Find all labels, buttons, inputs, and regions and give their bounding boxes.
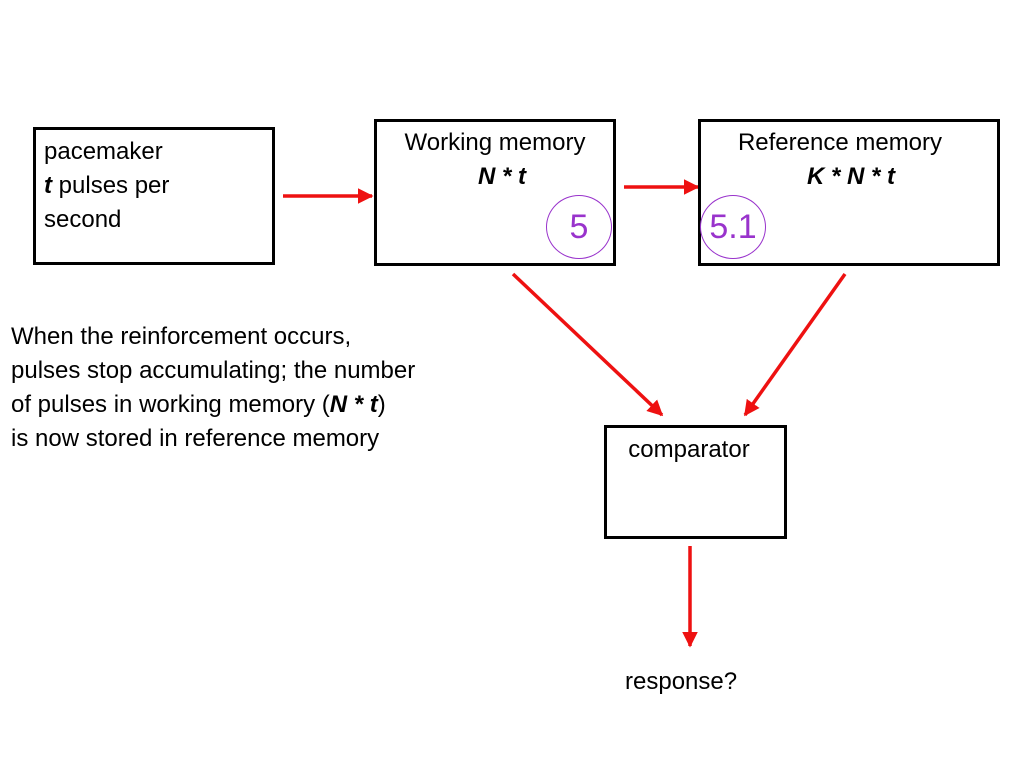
explanation-formula: N * t bbox=[329, 391, 378, 418]
explanation-line3-pre: of pulses in working memory ( bbox=[11, 391, 330, 418]
pacemaker-rate-text: pulses per bbox=[52, 172, 170, 199]
explanation-line1: When the reinforcement occurs, bbox=[11, 323, 352, 350]
comparator-box bbox=[604, 425, 787, 539]
reference-memory-title: Reference memory bbox=[737, 129, 943, 156]
comparator-label: comparator bbox=[628, 436, 750, 463]
reference-memory-formula: K * N * t bbox=[806, 163, 895, 190]
explanation-line4: is now stored in reference memory bbox=[11, 425, 380, 452]
working-memory-title: Working memory bbox=[404, 129, 586, 156]
pacemaker-rate-variable: t bbox=[44, 172, 52, 199]
working-memory-count-badge: 5 bbox=[546, 195, 612, 259]
arrow-working-memory-to-comparator bbox=[511, 272, 664, 417]
explanation-line3-post: ) bbox=[377, 391, 386, 418]
arrow-reference-memory-to-comparator bbox=[743, 272, 847, 417]
working-memory-formula: N * t bbox=[478, 163, 526, 190]
pacemaker-line3: second bbox=[44, 206, 122, 233]
response-label: response? bbox=[625, 668, 738, 695]
explanation-line3: of pulses in working memory (N * t) bbox=[11, 388, 415, 422]
pacemaker-box bbox=[33, 127, 275, 265]
explanation-line2: pulses stop accumulating; the number bbox=[11, 357, 416, 384]
reference-memory-count-badge: 5.1 bbox=[700, 195, 766, 259]
pacemaker-label: pacemaker t pulses per second bbox=[44, 135, 169, 237]
pacemaker-line2: t pulses per bbox=[44, 169, 169, 203]
pacemaker-line1: pacemaker bbox=[44, 138, 163, 165]
explanation-text: When the reinforcement occurs, pulses st… bbox=[11, 320, 415, 456]
